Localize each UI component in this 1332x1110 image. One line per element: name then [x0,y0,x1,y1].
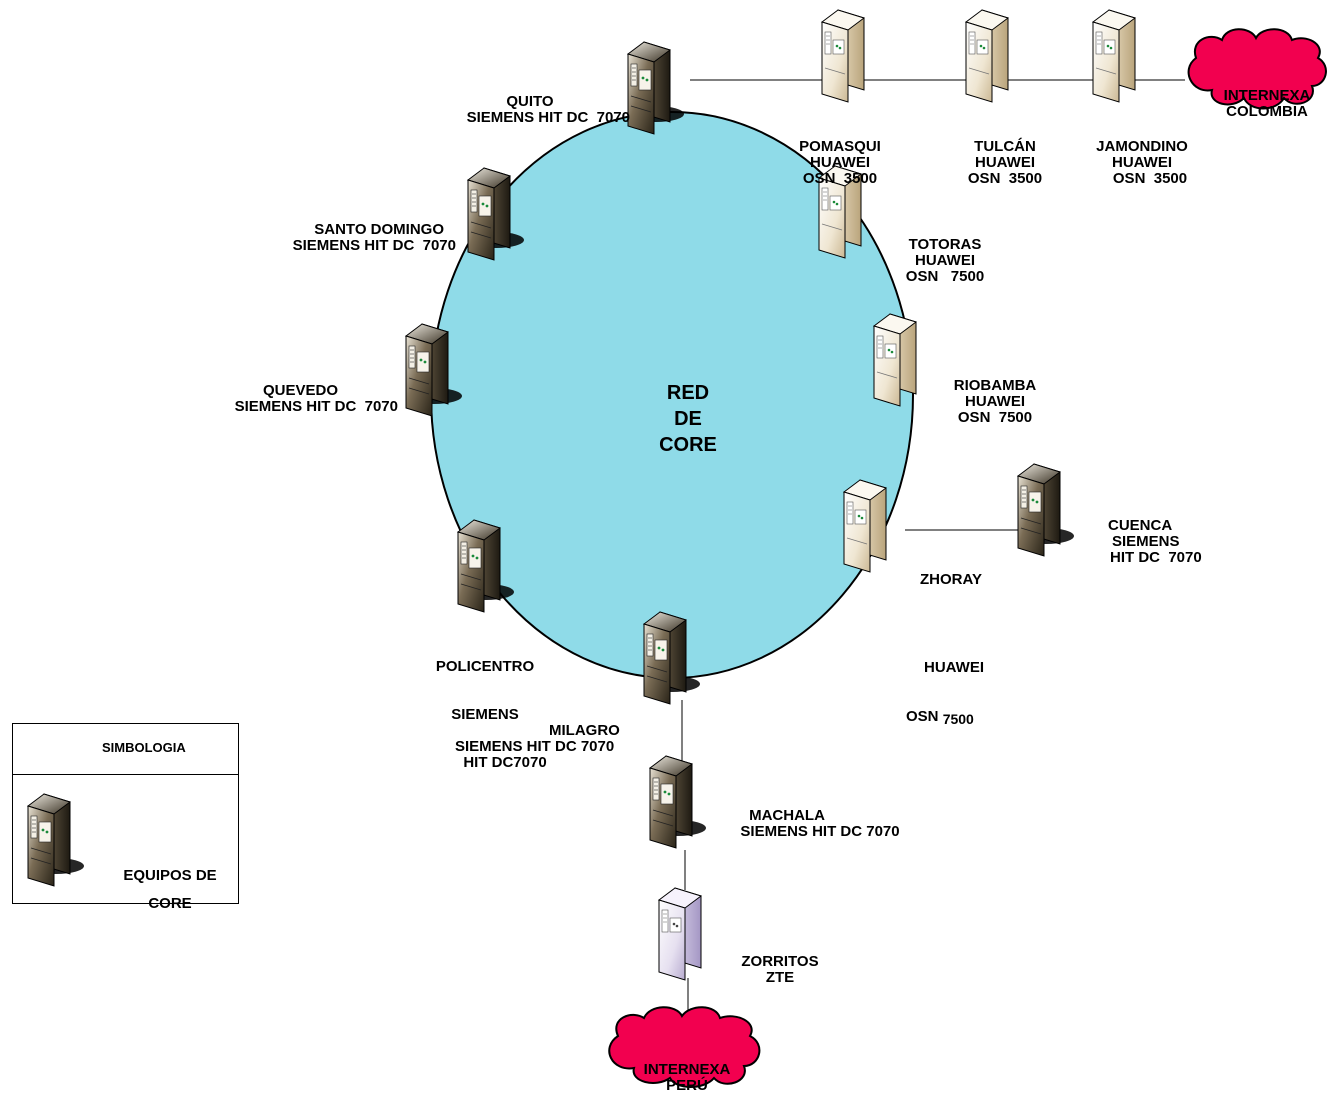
legend-box [12,723,239,904]
cloud-internexa-colombia [1187,28,1327,110]
legend-divider [13,774,238,775]
server-zhoray-icon [843,479,887,573]
label-policentro: POLICENTRO SIEMENS HIT DC7070 [435,658,547,771]
server-machala-icon [649,755,707,849]
legend-title: SIMBOLOGIA [102,740,186,755]
server-cuenca-icon [1017,463,1075,557]
server-tulcan-icon [965,9,1009,103]
server-zorritos-icon [658,887,702,981]
server-pomasqui-icon [821,9,865,103]
cloud-internexa-peru [608,1006,761,1088]
label-zhoray: ZHORAY HUAWEI OSN 7500 [906,571,984,728]
server-riobamba-icon [873,313,917,407]
server-jamondino-icon [1092,9,1136,103]
